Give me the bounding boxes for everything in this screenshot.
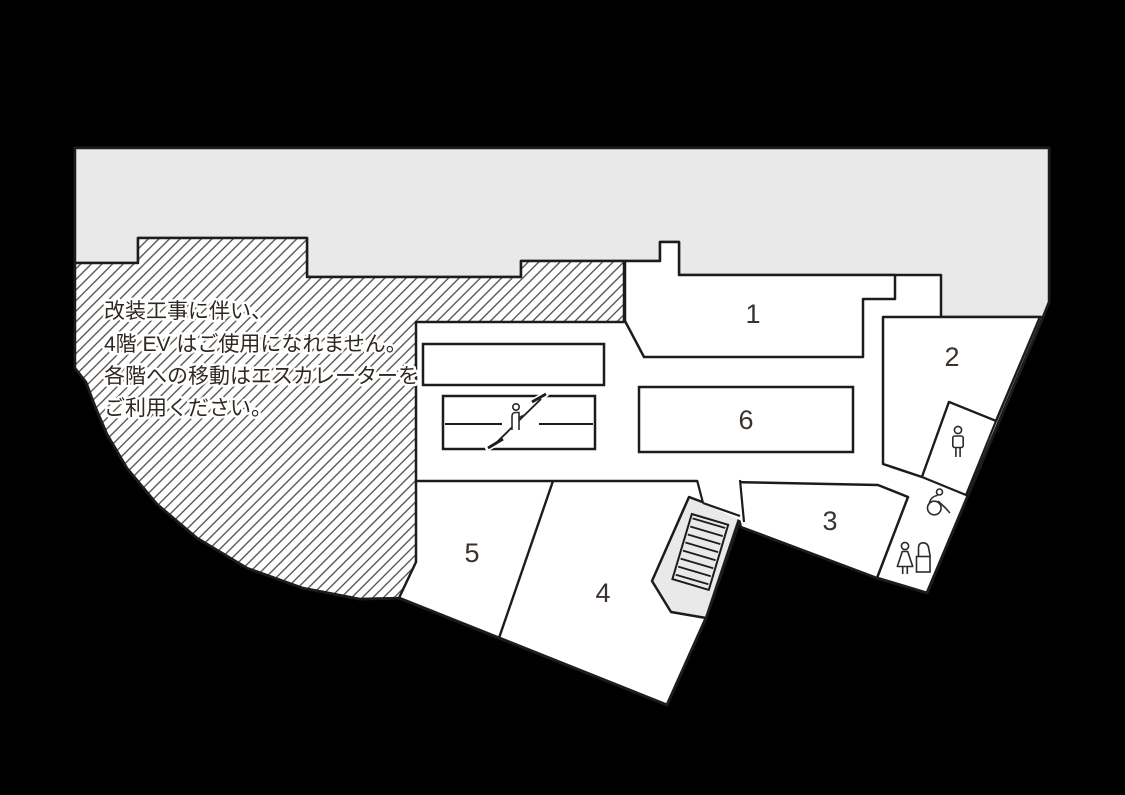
area-1-label: 1 (745, 299, 760, 329)
wheelchair-accessible-icon (926, 488, 951, 516)
notice-line-3: 各階への移動はエスカレーターを (104, 365, 419, 388)
area-2-label: 2 (944, 342, 959, 372)
male-restroom-box (920, 400, 998, 497)
escalator-icon (485, 391, 549, 451)
renovation-hatched-area (73, 236, 626, 601)
notice-line-2: 4階 EV はご使用になれません。 (104, 333, 407, 356)
area-1-shape (623, 240, 897, 359)
stairs-icon (671, 512, 730, 592)
stairs-area (650, 479, 746, 620)
notice-line-4: ご利用ください。 (104, 397, 272, 420)
female-restroom-icon (896, 541, 914, 574)
area-4-label: 4 (595, 578, 610, 608)
escalator-area (441, 391, 597, 451)
area-6-label: 6 (738, 405, 753, 435)
area-6-shape (637, 385, 855, 454)
renovation-notice: 改装工事に伴い、 4階 EV はご使用になれません。 各階への移動はエスカレータ… (102, 298, 422, 423)
notice-line-1: 改装工事に伴い、 (104, 300, 272, 323)
unlabeled-room (421, 342, 606, 387)
area-5-label: 5 (464, 538, 479, 568)
area-3-shape (727, 480, 910, 580)
male-restroom-icon (951, 425, 964, 457)
stairs-connector (697, 480, 744, 522)
area-3-label: 3 (822, 506, 837, 536)
lipstick-powder-room-icon (915, 541, 931, 573)
area-5-4-divider (497, 480, 555, 639)
